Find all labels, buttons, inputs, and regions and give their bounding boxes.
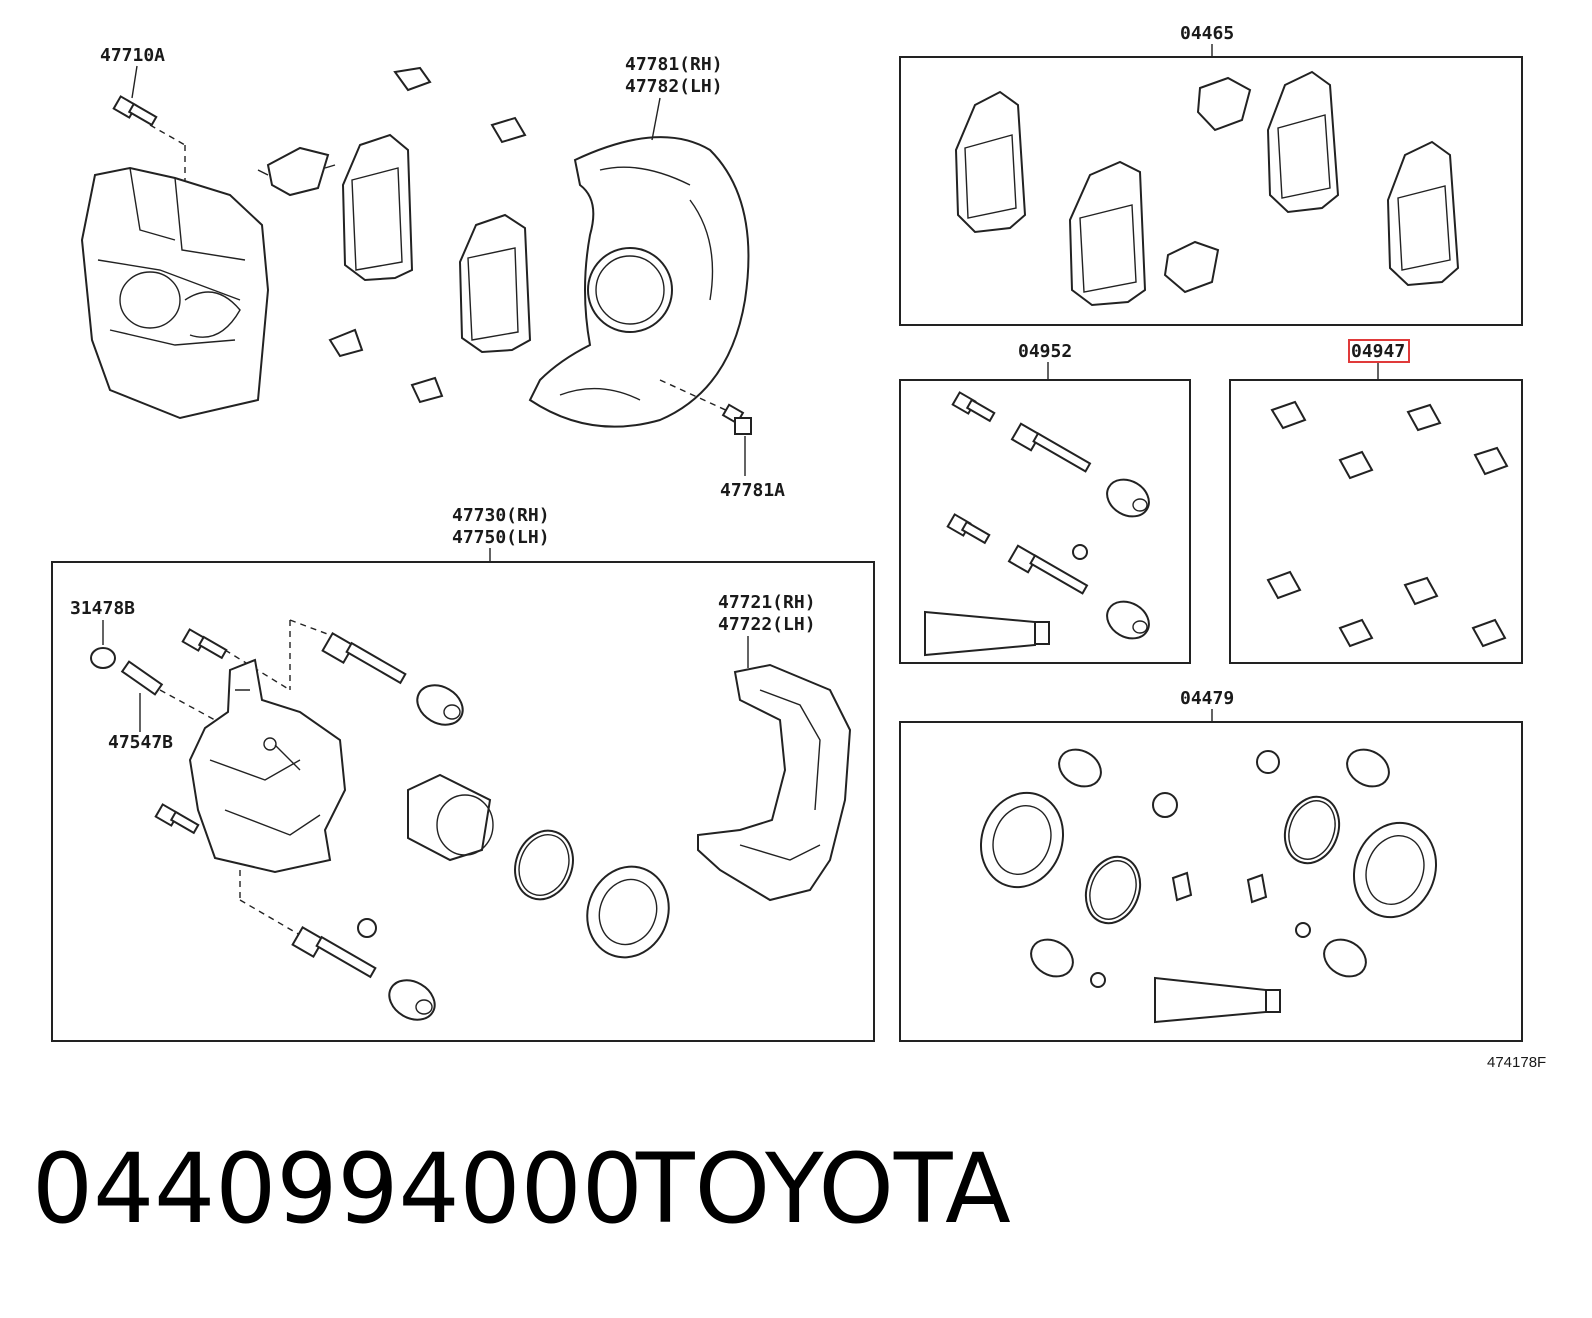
caliper-assy-group: 47730(RH) 47750(LH) 31478B 47547B: [51, 505, 875, 1042]
brand-heading: TOYOTA: [635, 1133, 1011, 1245]
seal-kit-piston-boots[interactable]: [968, 781, 1449, 929]
label-cover-bolt[interactable]: 47781A: [720, 480, 785, 501]
pad-kit-frame: [899, 56, 1523, 326]
caliper-body-part[interactable]: [80, 166, 270, 420]
slide-kit-group: 04952: [899, 341, 1191, 664]
pad-kit-group: 04465: [899, 23, 1523, 326]
label-caliper-assy-lh[interactable]: 47750(LH): [452, 527, 550, 548]
part-number-heading: 0440994000: [32, 1133, 643, 1245]
small-bushing-part[interactable]: [357, 918, 377, 938]
seal-kit-frame: [899, 721, 1523, 1042]
bleeder-plug-part[interactable]: [120, 660, 164, 696]
slide-pin-upper-part[interactable]: [321, 631, 407, 685]
figure-code: 474178F: [1487, 1054, 1546, 1071]
label-seal-kit[interactable]: 04479: [1180, 688, 1234, 709]
seal-kit-piston-seals[interactable]: [1077, 789, 1348, 931]
label-dust-cover-rh[interactable]: 47781(RH): [625, 54, 723, 75]
pad-clip-part[interactable]: [328, 66, 527, 404]
slide-boot-upper-part[interactable]: [410, 677, 470, 732]
label-caliper-assy-rh[interactable]: 47730(RH): [452, 505, 550, 526]
slide-boot-lower-part[interactable]: [382, 972, 442, 1027]
slide-kit-bolts[interactable]: [946, 391, 996, 545]
slide-kit-boots[interactable]: [1072, 472, 1156, 645]
fitting-kit-clips[interactable]: [1266, 400, 1509, 648]
label-pad-kit[interactable]: 04465: [1180, 23, 1234, 44]
fitting-kit-highlight: [1348, 339, 1410, 363]
label-mounting-rh[interactable]: 47721(RH): [718, 592, 816, 613]
label-mounting-lh[interactable]: 47722(LH): [718, 614, 816, 635]
label-bleeder-cap[interactable]: 31478B: [70, 598, 135, 619]
bleeder-cap-part[interactable]: [90, 647, 116, 669]
seal-kit-group: 04479: [899, 688, 1523, 1042]
slide-kit-pins[interactable]: [1007, 422, 1092, 595]
brake-pad-part[interactable]: [341, 133, 532, 354]
slide-kit-frame: [899, 379, 1191, 664]
label-fitting-kit[interactable]: 04947: [1351, 341, 1405, 362]
seal-kit-small-parts[interactable]: [1090, 750, 1311, 988]
seal-kit-grease-tube[interactable]: [1154, 976, 1281, 1024]
seal-kit-slide-boots[interactable]: [1024, 742, 1395, 983]
label-bleeder-plug[interactable]: 47547B: [108, 732, 173, 753]
label-dust-cover-lh[interactable]: 47782(LH): [625, 76, 723, 97]
piston-part[interactable]: [407, 773, 494, 862]
caliper-bolt-lower-part[interactable]: [154, 803, 200, 835]
shim-part[interactable]: [257, 146, 336, 197]
dust-cover-part[interactable]: [528, 136, 750, 428]
grease-tube-part[interactable]: [924, 610, 1050, 657]
caliper-assy-frame: [51, 561, 875, 1042]
caliper-mounting-part[interactable]: [697, 663, 852, 902]
caliper-housing-part[interactable]: [188, 658, 347, 874]
piston-seal-part[interactable]: [506, 823, 583, 908]
fitting-kit-group: 04947: [1229, 339, 1523, 664]
caliper-bolt-part[interactable]: [112, 95, 158, 127]
slide-pin-lower-part[interactable]: [291, 925, 377, 979]
pad-kit-shims[interactable]: [1163, 76, 1252, 294]
fitting-kit-frame: [1229, 379, 1523, 664]
pad-kit-pads[interactable]: [954, 70, 1460, 307]
caliper-bolt-upper-part[interactable]: [181, 628, 228, 660]
piston-boot-part[interactable]: [575, 855, 682, 969]
cover-bolt-part[interactable]: [721, 403, 752, 435]
caliper-overview-group: 47710A: [80, 45, 785, 501]
label-slide-kit[interactable]: 04952: [1018, 341, 1072, 362]
label-caliper-bolt[interactable]: 47710A: [100, 45, 165, 66]
